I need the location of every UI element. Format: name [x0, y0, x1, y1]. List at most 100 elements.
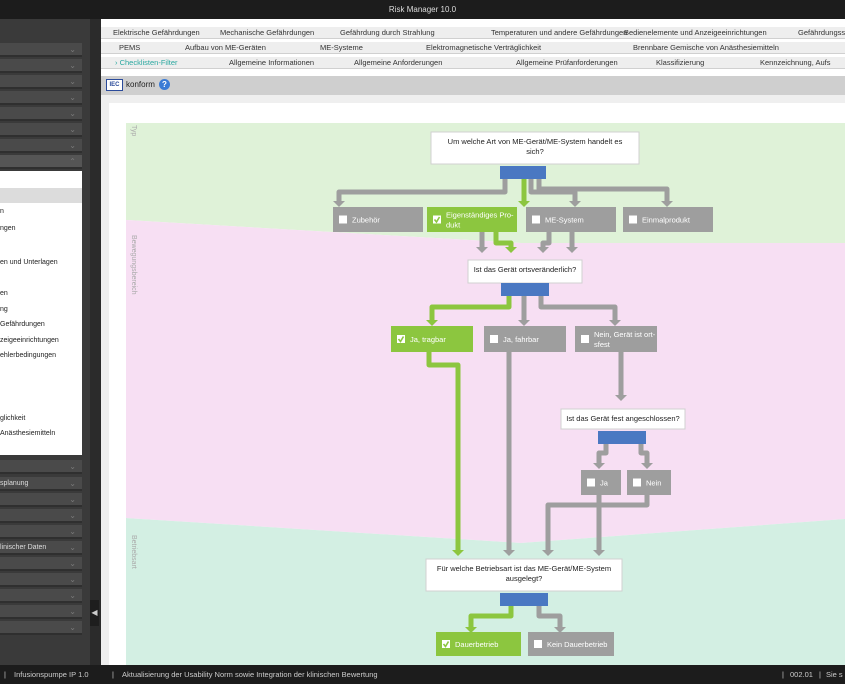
sidebar-section-bottom-4[interactable]: ⌄: [0, 525, 82, 539]
option-mobility-0-label: Ja, tragbar: [410, 335, 446, 344]
sidebar-list-item[interactable]: ng: [0, 306, 8, 313]
arrow-head: [505, 247, 517, 253]
tab-row1-2[interactable]: Gefährdung durch Strahlung: [340, 28, 435, 37]
sidebar-section-bottom-8[interactable]: ⌄: [0, 589, 82, 603]
iec-logo: IEC: [106, 79, 123, 91]
checkbox-checked-icon[interactable]: [433, 215, 441, 224]
question-operation-mode-text: ausgelegt?: [506, 574, 543, 583]
connector-line: [536, 179, 670, 201]
sidebar-list-item[interactable]: Gefährdungen: [0, 321, 45, 328]
sidebar-list-item[interactable]: en: [0, 290, 8, 297]
sidebar-section-2[interactable]: ⌄: [0, 75, 82, 89]
sidebar-section-bottom-10[interactable]: ⌄: [0, 621, 82, 635]
sidebar-list-item[interactable]: en und Unterlagen: [0, 259, 58, 266]
tab-row2-1[interactable]: Aufbau von ME-Geräten: [185, 43, 266, 52]
arrow-head: [465, 627, 477, 633]
checkbox-unchecked-icon[interactable]: [534, 640, 542, 648]
sidebar-list-item[interactable]: n: [0, 208, 4, 215]
checkmark-icon: [397, 336, 405, 343]
tab-row1-3[interactable]: Temperaturen und andere Gefährdungen: [491, 28, 628, 37]
checkbox-checked-icon[interactable]: [397, 335, 405, 343]
help-icon[interactable]: ?: [159, 79, 170, 90]
band-label: Typ: [130, 125, 137, 136]
tab-row2-3[interactable]: Elektromagnetische Verträglichkeit: [426, 43, 542, 52]
checklist-header: IEC konform ?: [101, 76, 845, 95]
connector-line: [536, 606, 563, 627]
sidebar-section-3[interactable]: ⌄: [0, 91, 82, 105]
tab-row3-2[interactable]: Allgemeine Anforderungen: [354, 58, 443, 67]
chevron-down-icon: ⌄: [69, 93, 76, 102]
option-type-3[interactable]: [623, 207, 713, 232]
sidebar-section-0[interactable]: ⌄: [0, 43, 82, 57]
option-type-0[interactable]: [333, 207, 423, 232]
sidebar-list-item[interactable]: ehlerbedingungen: [0, 352, 57, 359]
tab-row2-2[interactable]: ME-Systeme: [320, 43, 363, 52]
tab-row2-4[interactable]: Brennbare Gemische von Anästhesiemitteln: [633, 43, 779, 52]
connector-line: [545, 495, 602, 550]
sidebar-section-bottom-9[interactable]: ⌄: [0, 605, 82, 619]
sidebar-selected-item[interactable]: [0, 188, 82, 203]
option-type-1[interactable]: [427, 207, 517, 232]
checkbox-unchecked-icon[interactable]: [629, 215, 637, 224]
main-panel: Elektrische Gefährdungen Mechanische Gefä…: [101, 19, 845, 665]
arrow-head: [518, 201, 530, 207]
sidebar-list-item[interactable]: Anästhesiemitteln: [0, 430, 56, 437]
sidebar-section-bottom-1[interactable]: splanung⌄: [0, 477, 82, 491]
question-operation-mode: [425, 558, 623, 592]
chevron-down-icon: ⌄: [69, 623, 76, 632]
question-device-type-text: sich?: [526, 147, 544, 156]
sidebar-section-bottom-0[interactable]: ⌄: [0, 460, 82, 474]
arrow-head: [641, 463, 653, 469]
arrow-head: [569, 201, 581, 207]
checkbox-unchecked-icon[interactable]: [581, 335, 589, 343]
connector-line: [426, 352, 461, 550]
tab-row1-1[interactable]: Mechanische Gefährdungen: [220, 28, 315, 37]
arrow-head: [426, 320, 438, 326]
sidebar-section-expanded[interactable]: ⌃: [0, 155, 82, 169]
sidebar-section-4[interactable]: ⌄: [0, 107, 82, 121]
arrow-head: [537, 247, 549, 253]
sidebar-section-bottom-7[interactable]: ⌄: [0, 573, 82, 587]
sidebar-section-bottom-3[interactable]: ⌄: [0, 509, 82, 523]
tab-row3-0[interactable]: › Checklisten-Filter: [115, 58, 178, 67]
sidebar-section-6[interactable]: ⌄: [0, 139, 82, 153]
sidebar-section-bottom-5[interactable]: linischer Daten⌄: [0, 541, 82, 555]
connector-line: [596, 495, 650, 550]
option-mobility-2-label: Nein, Gerät ist ort-: [594, 330, 656, 339]
arrow-head: [554, 627, 566, 633]
checkbox-unchecked-icon[interactable]: [532, 215, 540, 224]
checkbox-unchecked-icon[interactable]: [490, 335, 498, 343]
option-operation-0[interactable]: [436, 632, 521, 656]
sidebar-section-1[interactable]: ⌄: [0, 59, 82, 73]
chevron-down-icon: ⌄: [69, 495, 76, 504]
option-type-3-label: Einmalprodukt: [642, 216, 691, 225]
title-bar: Risk Manager 10.0: [0, 0, 845, 19]
sidebar-section-5[interactable]: ⌄: [0, 123, 82, 137]
checkbox-unchecked-icon[interactable]: [587, 478, 595, 487]
sidebar-list-item[interactable]: ngen: [0, 225, 16, 232]
tab-row3-1[interactable]: Allgemeine Informationen: [229, 58, 315, 67]
chevron-down-icon: ⌄: [69, 479, 76, 488]
checkbox-checked-icon[interactable]: [442, 640, 450, 648]
sidebar-section-bottom-6[interactable]: ⌄: [0, 557, 82, 571]
option-type-2[interactable]: [526, 207, 616, 232]
tab-row3-3[interactable]: Allgemeine Prüfanforderungen: [516, 58, 618, 67]
tab-row1-4[interactable]: Bedienelemente und Anzeigeeinrichtungen: [624, 28, 767, 37]
sidebar-collapse-button[interactable]: ◀: [90, 600, 99, 626]
checkbox-unchecked-icon[interactable]: [339, 215, 347, 224]
tab-row1-5[interactable]: Gefährdungss: [798, 28, 845, 37]
sidebar-section-bottom-2[interactable]: ⌄: [0, 493, 82, 507]
option-operation-1[interactable]: [528, 632, 614, 656]
tab-row1-0[interactable]: Elektrische Gefährdungen: [113, 28, 200, 37]
tab-row3-5[interactable]: Kennzeichnung, Aufs: [760, 58, 831, 67]
tab-row2-0[interactable]: PEMS: [119, 43, 141, 52]
tab-row-3: › Checklisten-Filter Allgemeine Informati…: [101, 57, 845, 69]
checkmark-icon: [442, 641, 450, 648]
arrow-head: [476, 247, 488, 253]
band-movement: [126, 220, 845, 543]
tab-row3-4[interactable]: Klassifizierung: [656, 58, 705, 67]
checkbox-unchecked-icon[interactable]: [633, 478, 641, 487]
sidebar-list-item[interactable]: glichkeit: [0, 415, 26, 422]
sidebar-list-item[interactable]: zeigeeinrichtungen: [0, 337, 59, 344]
